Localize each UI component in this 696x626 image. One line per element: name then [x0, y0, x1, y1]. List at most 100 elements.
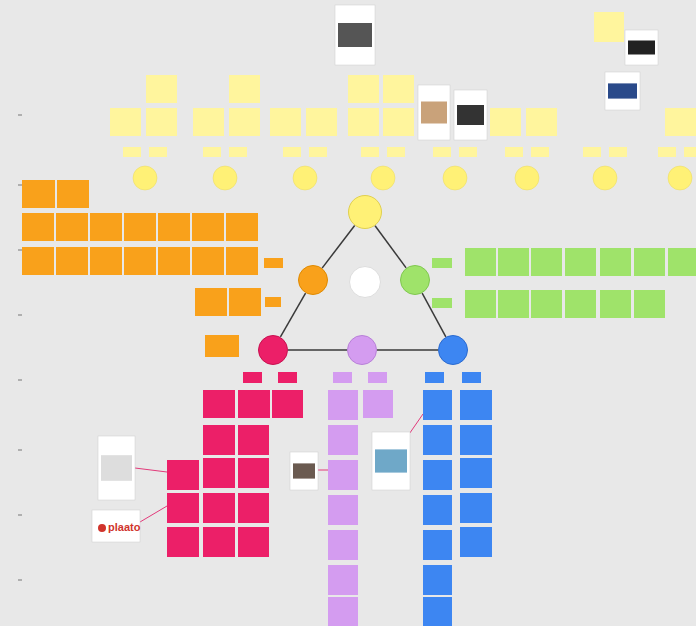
sticky-note	[56, 213, 88, 241]
sticky-note	[433, 147, 451, 157]
topic-circle	[258, 335, 288, 365]
pasted-card	[454, 90, 487, 140]
ruler-tick	[18, 450, 22, 451]
sticky-note	[383, 75, 414, 103]
connector-line	[377, 349, 438, 351]
sticky-note	[238, 425, 269, 455]
ruler-tick	[18, 580, 22, 581]
connector-line	[288, 349, 347, 351]
sticky-note	[684, 147, 696, 157]
sticky-note	[383, 108, 414, 136]
ruler-tick	[18, 185, 22, 186]
card-image	[375, 449, 407, 472]
sticky-note	[193, 108, 224, 136]
sticky-note	[423, 495, 452, 525]
sticky-note	[264, 258, 283, 268]
sticky-note	[387, 147, 405, 157]
topic-circle	[213, 166, 237, 190]
sticky-note	[283, 147, 301, 157]
topic-circle	[298, 265, 328, 295]
sticky-note	[460, 390, 492, 420]
sticky-note	[226, 247, 258, 275]
sticky-note	[328, 530, 358, 560]
sticky-note	[594, 12, 624, 42]
sticky-note	[238, 390, 270, 418]
sticky-note	[328, 425, 358, 455]
sticky-note	[22, 180, 55, 208]
sticky-note	[531, 290, 562, 318]
sticky-note	[238, 493, 269, 523]
ruler-tick	[18, 380, 22, 381]
card-frame	[98, 436, 135, 500]
sticky-note	[423, 425, 452, 455]
logo-mark	[98, 524, 106, 532]
sticky-note	[348, 108, 379, 136]
sticky-note	[600, 290, 631, 318]
card-frame	[92, 510, 140, 542]
sticky-note	[238, 458, 269, 488]
sticky-note	[203, 458, 235, 488]
sticky-note	[149, 147, 167, 157]
sticky-note	[229, 108, 260, 136]
card-frame	[335, 5, 375, 65]
sticky-note	[309, 147, 327, 157]
pasted-card	[335, 5, 375, 65]
sticky-note	[459, 147, 477, 157]
sticky-note	[328, 495, 358, 525]
sticky-note	[90, 247, 122, 275]
sticky-note	[333, 372, 352, 383]
topic-circle	[348, 195, 382, 229]
card-image	[457, 105, 484, 125]
sticky-note	[565, 248, 596, 276]
leader-line	[140, 506, 167, 522]
leader-line	[135, 468, 167, 472]
sticky-note	[328, 565, 358, 595]
sticky-note	[124, 247, 156, 275]
ruler-tick	[18, 315, 22, 316]
sticky-note	[498, 290, 529, 318]
sticky-note	[423, 565, 452, 595]
sticky-note	[306, 108, 337, 136]
sticky-note	[158, 247, 190, 275]
sticky-note	[167, 527, 199, 557]
card-frame	[625, 30, 658, 65]
card-image	[421, 102, 447, 124]
topic-circle	[593, 166, 617, 190]
sticky-note	[460, 527, 492, 557]
sticky-note	[423, 530, 452, 560]
sticky-note	[490, 108, 521, 136]
topic-circle	[443, 166, 467, 190]
sticky-note	[425, 372, 444, 383]
logo-text: plaato	[108, 521, 140, 533]
topic-circle	[371, 166, 395, 190]
sticky-note	[658, 147, 676, 157]
sticky-note	[203, 147, 221, 157]
sticky-note	[124, 213, 156, 241]
card-image	[608, 83, 637, 98]
pasted-card	[372, 432, 410, 490]
card-image	[293, 463, 315, 478]
sticky-note	[22, 213, 54, 241]
card-frame	[418, 85, 450, 140]
card-frame	[605, 72, 640, 110]
sticky-note	[460, 425, 492, 455]
ruler-tick	[18, 250, 22, 251]
sticky-note	[243, 372, 262, 383]
sticky-note	[328, 460, 358, 490]
sticky-note	[203, 390, 235, 418]
topic-circle	[133, 166, 157, 190]
sticky-note	[531, 147, 549, 157]
sticky-note	[90, 213, 122, 241]
sticky-note	[270, 108, 301, 136]
sticky-note	[167, 460, 199, 490]
sticky-note	[460, 458, 492, 488]
card-image	[338, 23, 372, 47]
sticky-note	[146, 75, 177, 103]
sticky-note	[192, 247, 224, 275]
sticky-note	[226, 213, 258, 241]
sticky-note	[634, 290, 665, 318]
sticky-note	[665, 108, 696, 136]
sticky-note	[363, 390, 393, 418]
sticky-note	[192, 213, 224, 241]
sticky-note	[505, 147, 523, 157]
